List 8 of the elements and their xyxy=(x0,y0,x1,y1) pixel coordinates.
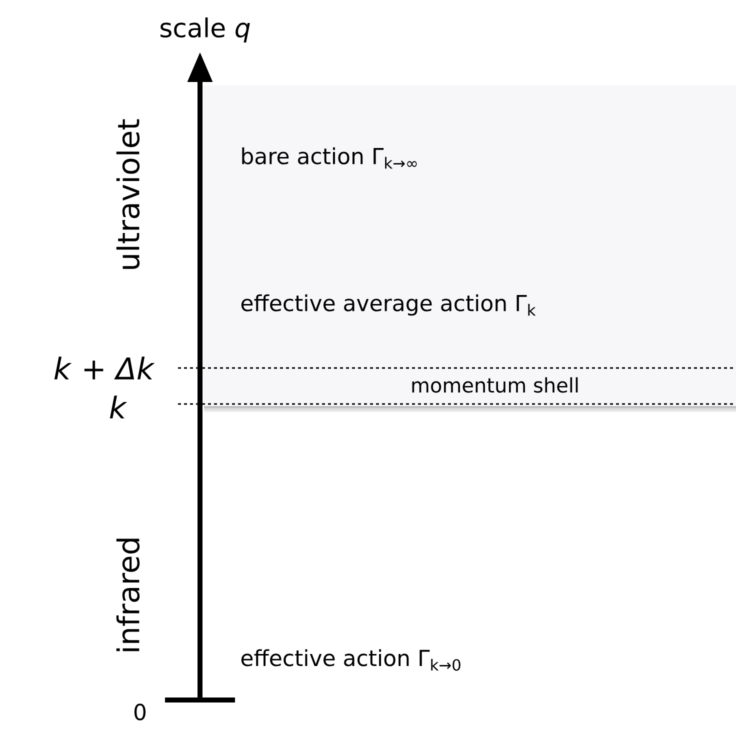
tick-label: k xyxy=(110,396,128,418)
tick-label: k + Δk xyxy=(54,356,155,380)
region-label: infrared xyxy=(116,538,140,652)
tick-label: 0 xyxy=(134,704,146,720)
action-label: effective action Γ$_{k→0}$ xyxy=(241,649,460,671)
band: bare action Γ$_{k→∞}$ effective average action Γ$_{k}$ momentum shell xyxy=(178,85,736,412)
axis-label: scale q xyxy=(160,17,250,43)
region-label: ultraviolet xyxy=(116,119,140,269)
